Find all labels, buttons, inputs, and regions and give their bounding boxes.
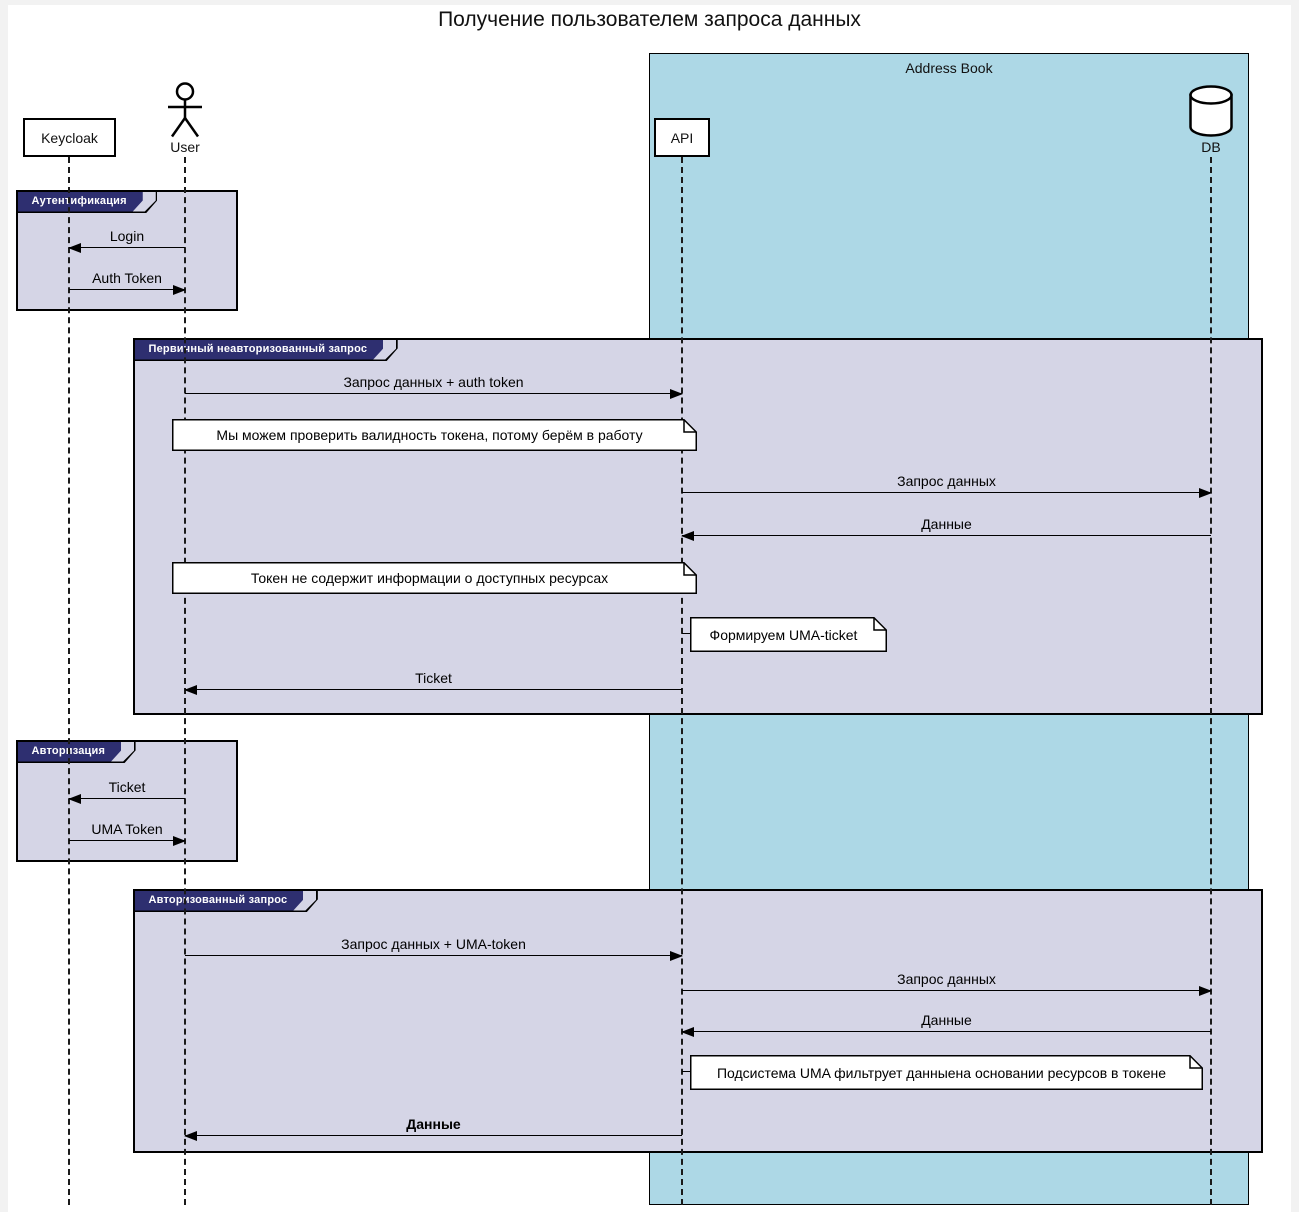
message-line <box>185 393 682 394</box>
message-label: Ticket <box>108 779 146 795</box>
arrowhead-right-icon <box>173 836 186 846</box>
frame-authentication: Аутентификация <box>16 190 238 311</box>
message-label: Запрос данных + UMA-token <box>341 936 526 952</box>
participant-user-label: User <box>170 139 200 155</box>
participant-db-label: DB <box>1201 139 1221 155</box>
note-shape-icon <box>172 419 697 451</box>
message-label: Auth Token <box>92 270 162 286</box>
lifeline-keycloak <box>68 157 70 1205</box>
message-line <box>69 798 185 799</box>
database-icon <box>1188 84 1234 138</box>
message-data-request-uma-token: Запрос данных + UMA-token <box>185 934 683 961</box>
note-text: Мы можем проверить валидность токена, по… <box>216 427 643 443</box>
note-shape-icon <box>690 617 887 652</box>
arrowhead-right-icon <box>173 285 186 295</box>
note-shape-icon <box>690 1055 1203 1090</box>
note-token-no-resource-info: Токен не содержит информации о доступных… <box>172 562 697 594</box>
frame-authorized-request: Авторизованный запрос <box>133 889 1263 1153</box>
arrowhead-right-icon <box>1199 488 1212 498</box>
message-line <box>682 492 1211 493</box>
arrowhead-right-icon <box>1199 986 1212 996</box>
message-data-final: Данные <box>184 1114 682 1141</box>
message-data-request-1: Запрос данных <box>682 471 1212 498</box>
message-label: Запрос данных <box>897 473 996 489</box>
message-label: Данные <box>921 1012 972 1028</box>
note-text: Подсистема UMA фильтрует данныена основа… <box>716 1064 1167 1081</box>
participant-keycloak: Keycloak <box>23 118 116 157</box>
message-line <box>185 1135 682 1136</box>
frame-label-text: Первичный неавторизованный запрос <box>135 340 384 360</box>
frame-initial-unauthorized-request-label: Первичный неавторизованный запрос <box>133 338 398 361</box>
frame-label-pentagon: Аутентификация <box>18 192 156 212</box>
message-data-2: Данные <box>681 1010 1211 1037</box>
lifeline-api <box>681 157 683 1205</box>
note-connector <box>682 633 690 634</box>
frame-initial-unauthorized-request: Первичный неавторизованный запрос <box>133 338 1263 715</box>
message-label: Запрос данных + auth token <box>343 374 524 390</box>
arrowhead-left-icon <box>68 794 81 804</box>
address-book-label: Address Book <box>905 60 993 76</box>
note-text: Токен не содержит информации о доступных… <box>250 570 609 586</box>
frame-authorized-request-label: Авторизованный запрос <box>133 889 318 912</box>
message-line <box>682 535 1211 536</box>
message-data-1: Данные <box>681 514 1211 541</box>
frame-authorization-label: Авторизация <box>16 740 136 763</box>
message-label: Login <box>109 228 145 244</box>
frame-label-text: Аутентификация <box>18 192 143 212</box>
lifeline-user <box>184 157 186 1205</box>
message-line <box>69 840 185 841</box>
message-line <box>69 289 185 290</box>
frame-label-pentagon: Авторизованный запрос <box>135 891 317 911</box>
participant-api: API <box>654 118 710 157</box>
note-text: Формируем UMA-ticket <box>709 626 858 643</box>
message-auth-token: Auth Token <box>69 268 186 295</box>
message-login: Login <box>68 226 185 253</box>
frame-label-text: Авторизованный запрос <box>135 891 304 911</box>
participant-keycloak-label: Keycloak <box>41 129 98 146</box>
message-ticket-to-keycloak: Ticket <box>68 777 185 804</box>
message-label: UMA Token <box>91 821 163 837</box>
frame-authentication-label: Аутентификация <box>16 190 157 213</box>
message-ticket-to-user: Ticket <box>184 668 682 695</box>
note-connector <box>682 1071 690 1072</box>
arrowhead-left-icon <box>68 243 81 253</box>
message-label: Ticket <box>415 670 452 686</box>
frame-label-pentagon: Первичный неавторизованный запрос <box>135 340 397 360</box>
arrowhead-left-icon <box>681 531 694 541</box>
arrowhead-right-icon <box>670 951 683 961</box>
user-actor-icon <box>165 82 205 138</box>
arrowhead-left-icon <box>681 1027 694 1037</box>
message-line <box>69 247 185 248</box>
note-token-validity: Мы можем проверить валидность токена, по… <box>172 419 697 451</box>
arrowhead-left-icon <box>184 1131 197 1141</box>
frame-label-pentagon: Авторизация <box>18 742 135 762</box>
message-line <box>682 1031 1211 1032</box>
diagram-title: Получение пользователем запроса данных <box>438 8 861 31</box>
arrowhead-left-icon <box>184 685 197 695</box>
note-shape-icon <box>172 562 697 594</box>
message-label: Данные <box>406 1116 461 1132</box>
message-label: Данные <box>921 516 972 532</box>
note-forming-uma-ticket: Формируем UMA-ticket <box>690 617 887 652</box>
participant-api-label: API <box>670 129 694 146</box>
message-uma-token: UMA Token <box>69 819 186 846</box>
message-line <box>185 955 682 956</box>
message-data-request-2: Запрос данных <box>682 969 1212 996</box>
message-data-request-auth-token: Запрос данных + auth token <box>185 372 683 399</box>
message-label: Запрос данных <box>897 971 996 987</box>
message-line <box>682 990 1211 991</box>
note-uma-filters-data: Подсистема UMA фильтрует данныена основа… <box>690 1055 1203 1090</box>
lifeline-db <box>1210 157 1212 1205</box>
message-line <box>185 689 682 690</box>
arrowhead-right-icon <box>670 389 683 399</box>
